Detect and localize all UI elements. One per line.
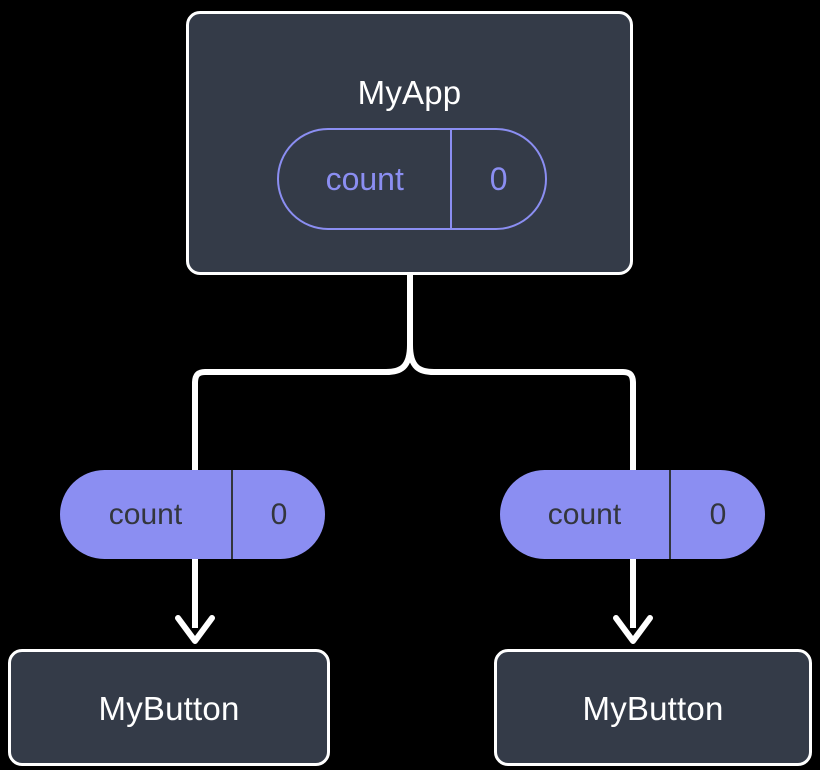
component-name-label: MyButton [582,690,724,727]
component-node-mybutton-left[interactable]: MyButton [8,649,330,766]
props-key-label: count [60,470,233,559]
props-arrow-right [613,559,653,644]
component-name-label: MyButton [98,690,240,727]
component-node-mybutton-right[interactable]: MyButton [494,649,812,766]
props-value-label: 0 [709,497,727,531]
state-value-label: 0 [489,160,508,197]
component-name-label: MyApp [357,74,462,111]
props-pill-left[interactable]: count 0 [60,470,325,559]
props-value-label: 0 [270,497,288,531]
state-pill-myapp[interactable]: count 0 [277,128,547,230]
state-key-label: count [279,130,453,228]
props-pill-right[interactable]: count 0 [500,470,765,559]
props-arrow-left [175,559,215,644]
props-key-label: count [500,470,671,559]
tree-branch-edge [192,275,636,473]
